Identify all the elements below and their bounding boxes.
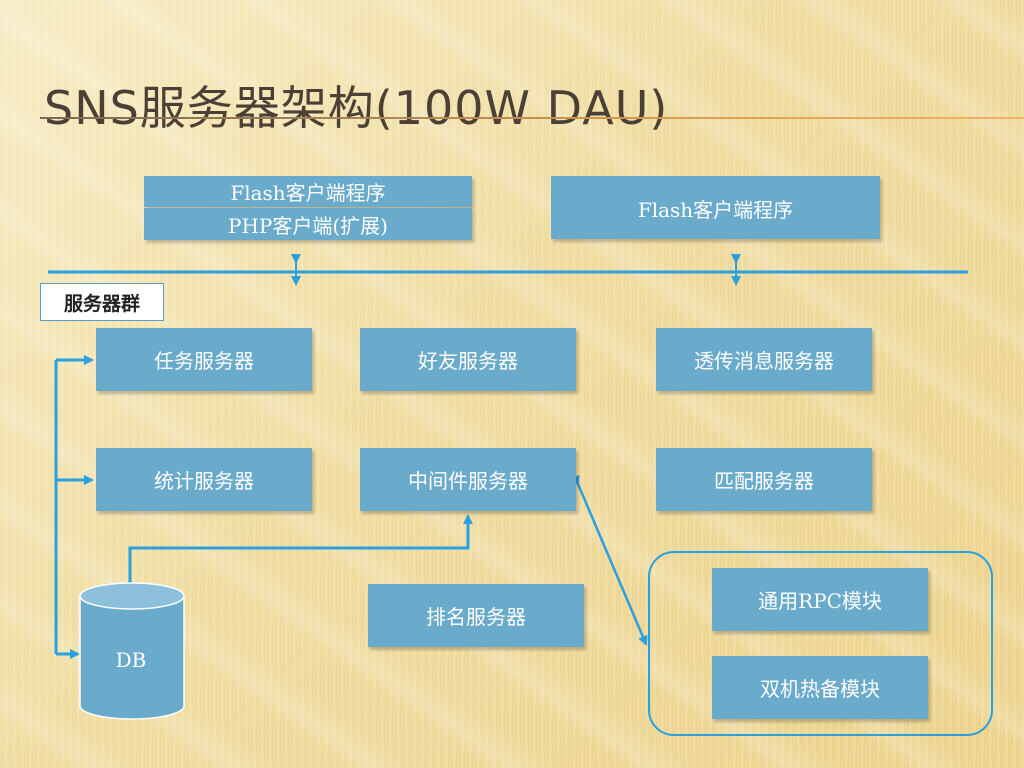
server-group-label: 服务器群 [40,283,164,321]
title-underline [40,117,1024,119]
middleware-module-connector [570,474,648,646]
page-title: SNS服务器架构(100W DAU) [44,81,669,135]
rpc-module: 通用RPC模块 [712,568,928,631]
friend-server: 好友服务器 [360,328,576,391]
db-label: DB [115,648,147,672]
task-server: 任务服务器 [96,328,312,391]
rank-server: 排名服务器 [368,584,584,647]
module-group-frame [648,551,993,736]
stats-server: 统计服务器 [96,448,312,511]
php-client: PHP客户端(扩展) [144,208,472,240]
flash-client-left: Flash客户端程序 [144,176,472,207]
db-middleware-connector [125,514,473,588]
passthrough-message-server: 透传消息服务器 [656,328,872,391]
hot-standby-module: 双机热备模块 [712,656,928,719]
db-cylinder [79,582,185,720]
middleware-server: 中间件服务器 [360,448,576,511]
match-server: 匹配服务器 [656,448,872,511]
flash-client-right: Flash客户端程序 [551,176,880,239]
